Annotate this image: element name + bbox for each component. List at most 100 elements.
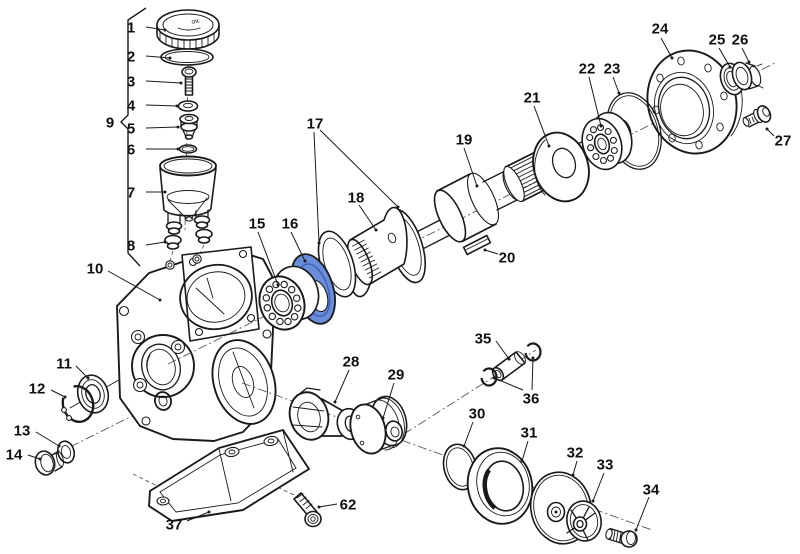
part-label-1[interactable]: 1 [127, 20, 135, 37]
leader-line-12 [50, 389, 66, 398]
leader-line-2 [145, 55, 171, 59]
leader-dot [163, 240, 167, 244]
part-label-4[interactable]: 4 [127, 98, 136, 115]
part-label-7[interactable]: 7 [127, 185, 135, 202]
part-label-62[interactable]: 62 [340, 497, 357, 514]
leader-line-19 [463, 147, 478, 187]
leader-dot [158, 298, 162, 302]
leader-dot [747, 60, 751, 64]
part-37-base-plate [148, 429, 310, 522]
part-label-32[interactable]: 32 [567, 445, 584, 462]
part-label-36[interactable]: 36 [523, 391, 540, 408]
part-label-14[interactable]: 14 [6, 447, 23, 464]
leader-dot [57, 444, 61, 448]
leader-line-27 [766, 128, 775, 137]
part-label-26[interactable]: 26 [732, 32, 749, 49]
part-label-23[interactable]: 23 [604, 61, 621, 78]
leader-line-5 [145, 126, 179, 129]
part-33-diaphragm-retainer [566, 500, 602, 542]
leader-line-4 [145, 104, 178, 107]
leader-line-23 [612, 76, 620, 94]
part-label-22[interactable]: 22 [579, 61, 596, 78]
part-label-34[interactable]: 34 [643, 482, 660, 499]
leader-line-34 [635, 496, 650, 531]
part-label-13[interactable]: 13 [14, 423, 31, 440]
part-label-25[interactable]: 25 [709, 32, 726, 49]
part-18-spacer-sleeve [346, 206, 408, 298]
leader-dot [38, 457, 42, 461]
part-label-29[interactable]: 29 [388, 367, 405, 384]
leader-dot [507, 357, 511, 361]
part-label-28[interactable]: 28 [343, 354, 360, 371]
part-label-19[interactable]: 19 [456, 132, 473, 149]
part-label-8[interactable]: 8 [127, 238, 135, 255]
leader-line-18 [358, 204, 377, 231]
leader-dot [531, 356, 535, 360]
part-label-35[interactable]: 35 [475, 331, 492, 348]
leader-dot [520, 459, 524, 463]
leader-dot [176, 147, 180, 151]
leader-line-31 [521, 440, 529, 462]
group-bracket-9 [120, 7, 147, 267]
part-label-27[interactable]: 27 [775, 133, 792, 150]
axis-lines [39, 11, 537, 507]
part-label-3[interactable]: 3 [127, 74, 135, 91]
part-label-9[interactable]: 9 [106, 115, 114, 132]
part-8-outlet-nipples [164, 228, 213, 250]
leader-dot [86, 376, 90, 380]
part-label-21[interactable]: 21 [524, 90, 541, 107]
leader-line-15 [257, 231, 279, 286]
part-label-17[interactable]: 17 [307, 116, 324, 133]
leader-dot [168, 56, 172, 60]
part-4-washer [177, 100, 199, 112]
part-label-31[interactable]: 31 [521, 425, 538, 442]
leader-dot [207, 510, 211, 514]
leader-dot [617, 91, 621, 95]
part-label-33[interactable]: 33 [597, 457, 614, 474]
leader-dot [333, 400, 337, 404]
part-label-10[interactable]: 10 [87, 261, 104, 278]
part-label-30[interactable]: 30 [469, 406, 486, 423]
part-label-5[interactable]: 5 [127, 121, 135, 138]
part-label-16[interactable]: 16 [282, 216, 299, 233]
leader-line-24 [660, 37, 673, 59]
leader-line-1 [145, 26, 166, 31]
part-label-11[interactable]: 11 [56, 356, 72, 373]
part-label-6[interactable]: 6 [127, 142, 135, 159]
part-3-vent-screw [181, 66, 197, 96]
part-label-12[interactable]: 12 [29, 381, 46, 398]
leader-dot [176, 125, 180, 129]
leader-line-16 [290, 231, 306, 262]
part-26-end-cap [731, 61, 764, 91]
part-11-oil-seal [76, 374, 110, 414]
part-label-2[interactable]: 2 [127, 49, 135, 66]
part-21-shim-disc [532, 131, 590, 203]
leader-dot [591, 499, 595, 503]
part-label-37[interactable]: 37 [166, 517, 183, 534]
part-24-bearing-cover [646, 49, 743, 155]
leader-dot [492, 376, 496, 380]
cap-marking-text: OIL [191, 18, 201, 26]
leader-dot [381, 416, 385, 420]
part-62-socket-bolt [293, 492, 322, 528]
part-label-20[interactable]: 20 [499, 250, 516, 267]
leader-dot [317, 505, 321, 509]
part-label-15[interactable]: 15 [249, 216, 266, 233]
leader-dot [765, 127, 769, 131]
leader-dot [547, 144, 551, 148]
part-29-piston [349, 395, 408, 455]
leader-line-22 [588, 76, 602, 127]
leader-line-33 [592, 472, 605, 502]
part-13-drain-washer [56, 440, 76, 464]
leader-line-62 [318, 503, 338, 508]
part-10-pump-housing [116, 246, 277, 442]
leader-dot [303, 259, 307, 263]
part-label-18[interactable]: 18 [348, 190, 365, 207]
part-6-seal-ring [178, 144, 198, 154]
part-label-24[interactable]: 24 [652, 21, 669, 38]
leader-dot [670, 56, 674, 60]
part-27-hex-bolt [742, 105, 772, 128]
